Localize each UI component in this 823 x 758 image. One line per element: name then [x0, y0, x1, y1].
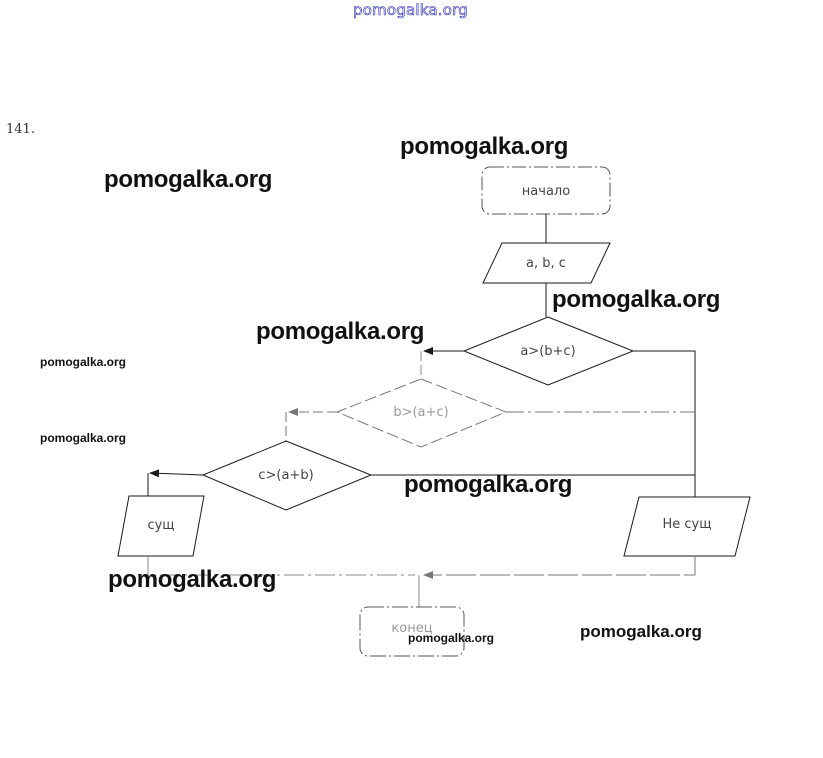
input-parallelogram — [482, 242, 611, 284]
connector-d3-left — [149, 469, 204, 478]
problem-number: 141. — [6, 122, 35, 137]
watermark[interactable]: pomogalka.org — [108, 566, 277, 593]
watermark[interactable]: pomogalka.org — [404, 471, 573, 498]
decision-2-diamond — [335, 378, 508, 448]
end-terminator — [359, 606, 465, 657]
watermark[interactable]: pomogalka.org — [40, 355, 127, 369]
watermark[interactable]: pomogalka.org — [552, 286, 721, 313]
watermark[interactable]: pomogalka.org — [580, 622, 702, 641]
connector-sush-merge — [147, 556, 415, 576]
decision-1-label: a>(b+c) — [520, 344, 575, 359]
decision-2-label: b>(a+c) — [393, 405, 448, 420]
output-no-label: Не сущ — [663, 517, 712, 532]
decision-3-label: c>(a+b) — [258, 468, 313, 483]
end-label: конец — [391, 621, 432, 636]
watermark[interactable]: pomogalka.org — [104, 166, 273, 193]
watermark[interactable]: pomogalka.org — [256, 318, 425, 345]
start-label: начало — [522, 184, 570, 199]
output-yes-parallelogram — [117, 495, 205, 557]
output-no-parallelogram — [623, 496, 751, 557]
watermark[interactable]: pomogalka.org — [408, 631, 495, 645]
watermark[interactable]: pomogalka.org — [40, 431, 127, 445]
decision-3-diamond — [201, 440, 373, 511]
connector-d1-right — [633, 350, 696, 497]
connector-nesush-merge — [423, 556, 696, 579]
watermark[interactable]: pomogalka.org — [400, 133, 569, 160]
input-label: a, b, c — [526, 256, 566, 271]
header-watermark[interactable]: pomogalka.org — [353, 1, 468, 20]
decision-1-diamond — [462, 316, 635, 386]
output-yes-label: сущ — [147, 518, 174, 533]
